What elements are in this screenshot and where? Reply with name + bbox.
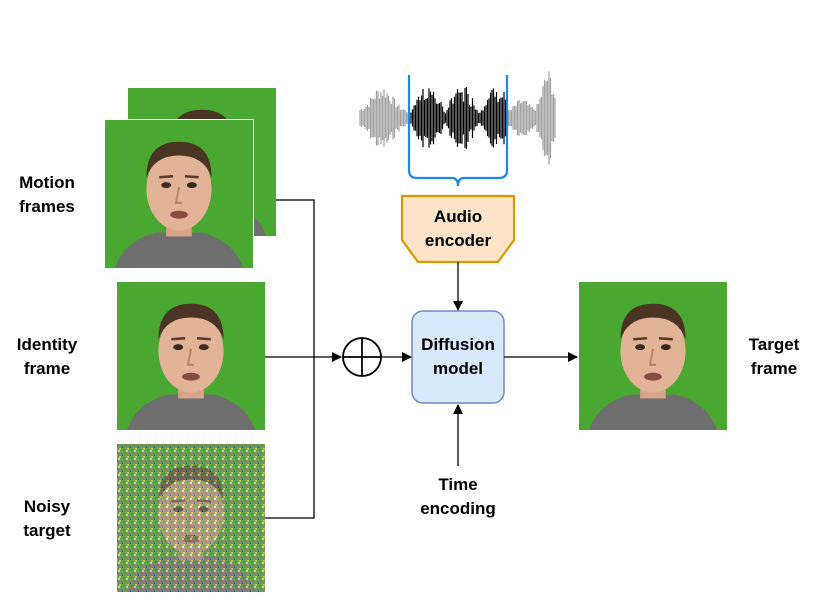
audio-window-bracket — [407, 75, 509, 187]
concat-operator-icon — [342, 337, 382, 377]
noisy-target-label: Noisy target — [0, 495, 94, 543]
time-encoding-label-line1: Time — [438, 475, 478, 494]
line-motion-frames — [276, 199, 315, 357]
audio-encoder-label-line2: encoder — [424, 231, 492, 250]
target-frame-label-line1: Target — [748, 335, 800, 354]
motion-frames-label-line2: frames — [19, 197, 75, 216]
audio-encoder-box — [400, 194, 516, 264]
motion-frames-label: Motion frames — [0, 171, 94, 219]
target-frame-label: Target frame — [730, 333, 818, 381]
identity-frame-label-line2: frame — [23, 359, 71, 378]
line-noisy-target — [265, 357, 315, 519]
time-encoding-label-line2: encoding — [420, 499, 496, 518]
audio-waveform — [359, 71, 556, 165]
identity-frame-label: Identity frame — [0, 333, 94, 381]
diffusion-model-label-line1: Diffusion — [421, 335, 495, 354]
identity-frame-label-line1: Identity — [16, 335, 78, 354]
diffusion-model-label-line2: model — [432, 359, 484, 378]
noisy-target-image — [117, 444, 265, 592]
time-encoding-label: Time encoding — [398, 473, 518, 521]
motion-frames-label-line1: Motion — [19, 173, 75, 192]
diffusion-model-label: Diffusion model — [408, 333, 508, 381]
noisy-target-label-line2: target — [23, 521, 71, 540]
noisy-target-label-line1: Noisy — [23, 497, 71, 516]
audio-encoder-label: Audio encoder — [402, 205, 514, 253]
audio-encoder-label-line1: Audio — [433, 207, 483, 226]
target-frame-label-line2: frame — [750, 359, 798, 378]
